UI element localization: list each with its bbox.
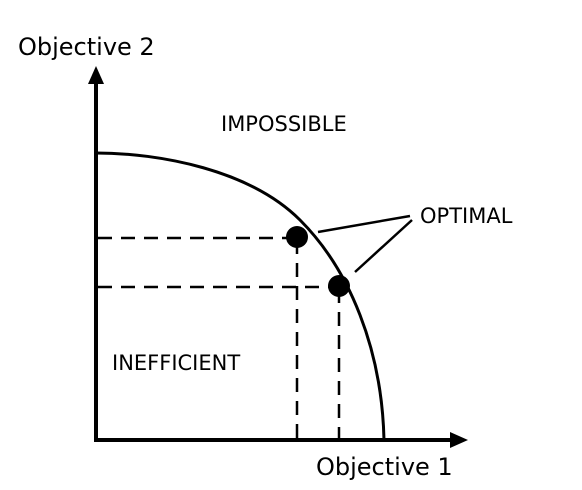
pareto-frontier-curve [95,151,386,441]
optimal-callout-label: OPTIMAL [420,204,513,228]
region-impossible-label: IMPOSSIBLE [221,112,347,136]
optimal-point-upper [286,226,308,248]
callout-leader-upper [317,214,411,234]
x-axis-label: Objective 1 [316,453,453,481]
y-axis-arrowhead [88,66,104,84]
y-axis-label: Objective 2 [18,33,155,61]
optimal-point-lower [328,275,350,297]
region-inefficient-label: INEFFICIENT [112,351,240,375]
callout-leader-lower [354,219,413,273]
x-axis-arrowhead [450,432,468,448]
